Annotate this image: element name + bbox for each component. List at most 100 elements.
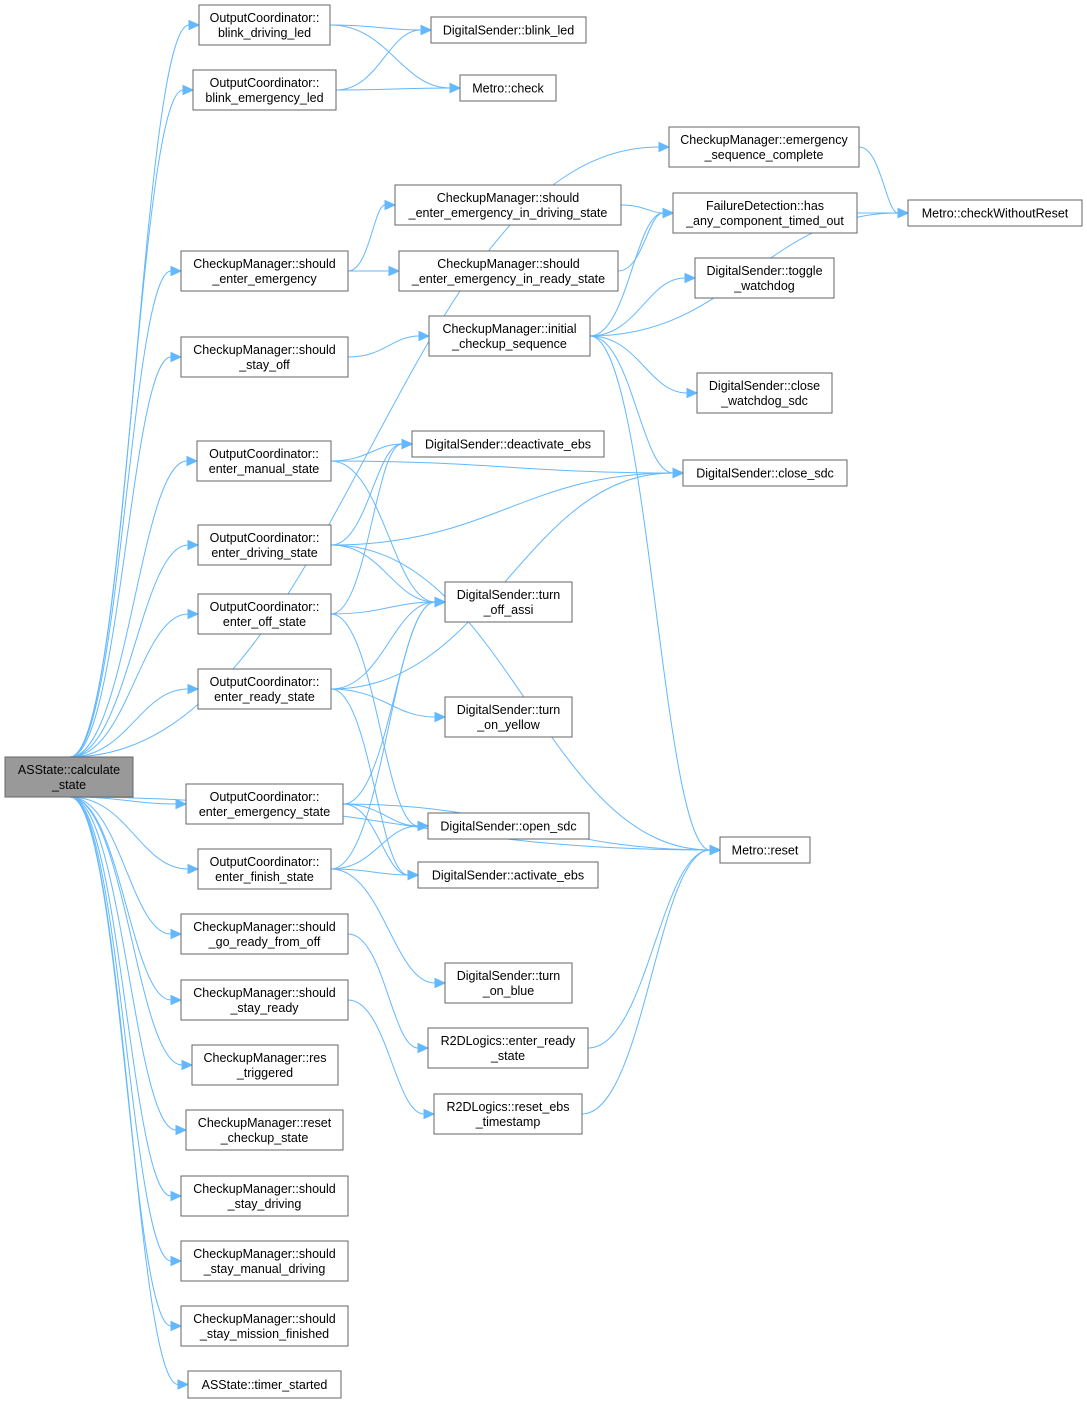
node-ds-blink-led[interactable]: DigitalSender::blink_led — [430, 16, 587, 44]
edge-oc_enter_manual-to-ds_deactivate_ebs — [330, 438, 414, 462]
node-oc-enter-off[interactable]: OutputCoordinator::enter_off_state — [197, 593, 332, 635]
arrowhead-icon — [175, 1124, 188, 1136]
node-label-line: OutputCoordinator:: — [210, 790, 320, 804]
edge-line — [69, 796, 183, 1066]
node-label-line: _checkup_state — [220, 1131, 309, 1145]
edge-line — [69, 24, 190, 758]
edge-oc_enter_driving-to-ds_deactivate_ebs — [330, 438, 414, 546]
edge-line — [69, 89, 184, 758]
node-metro-reset[interactable]: Metro::reset — [719, 836, 811, 864]
node-cm-stay-manual[interactable]: CheckupManager::should_stay_manual_drivi… — [180, 1240, 349, 1282]
node-box — [198, 4, 331, 46]
node-label-line: enter_ready_state — [214, 690, 315, 704]
node-cm-stay-mission[interactable]: CheckupManager::should_stay_mission_fini… — [180, 1305, 349, 1347]
edge-line — [330, 601, 436, 690]
edge-cm_enter_emergency-to-cm_em_driving — [347, 199, 397, 272]
node-box — [433, 1093, 583, 1135]
edge-oc_enter_finish-to-ds_turn_on_blue — [330, 868, 447, 989]
arrowhead-icon — [388, 265, 401, 277]
edge-line — [342, 803, 409, 876]
node-as-timer[interactable]: ASState::timer_started — [187, 1370, 342, 1399]
arrowhead-icon — [170, 1255, 183, 1267]
node-label-line: DigitalSender::turn — [457, 703, 561, 717]
arrowhead-icon — [187, 683, 200, 695]
node-box — [197, 593, 332, 635]
node-box — [427, 1027, 589, 1069]
node-metro-check-wo-reset[interactable]: Metro::checkWithoutReset — [907, 199, 1083, 227]
node-cm-enter-emergency[interactable]: CheckupManager::should_enter_emergency — [180, 250, 349, 292]
node-oc-enter-driving[interactable]: OutputCoordinator::enter_driving_state — [197, 524, 332, 566]
node-r2d-reset-ebs[interactable]: R2DLogics::reset_ebs_timestamp — [433, 1093, 583, 1135]
node-box — [197, 524, 332, 566]
edge-oc_enter_finish-to-ds_activate_ebs — [330, 868, 420, 881]
edge-line — [620, 204, 664, 214]
edge-root-to-cm_stay_mission — [69, 796, 183, 1332]
node-box — [459, 74, 557, 102]
edge-root-to-cm_stay_manual — [69, 796, 183, 1267]
node-cm-stay-driving[interactable]: CheckupManager::should_stay_driving — [180, 1175, 349, 1217]
edge-root-to-as_timer — [69, 796, 190, 1390]
edge-root-to-oc_enter_manual — [69, 455, 199, 758]
node-cm-emerg-seq[interactable]: CheckupManager::emergency_sequence_compl… — [668, 126, 860, 168]
node-label-line: DigitalSender::close_sdc — [696, 467, 834, 481]
node-cm-initial[interactable]: CheckupManager::initial_checkup_sequence — [428, 315, 591, 357]
edge-line — [347, 933, 419, 1049]
node-metro-check[interactable]: Metro::check — [459, 74, 557, 102]
node-label-line: OutputCoordinator:: — [210, 855, 320, 869]
edge-cm_stay_ready-to-r2d_reset_ebs — [347, 999, 436, 1120]
edge-line — [69, 356, 172, 758]
node-label-line: R2DLogics::reset_ebs — [447, 1100, 570, 1114]
node-cm-res[interactable]: CheckupManager::res_triggered — [191, 1044, 339, 1086]
node-cm-em-ready[interactable]: CheckupManager::should_enter_emergency_i… — [398, 250, 619, 292]
node-cm-em-driving[interactable]: CheckupManager::should_enter_emergency_i… — [394, 184, 622, 226]
node-label-line: CheckupManager::should — [193, 343, 335, 357]
node-label-line: OutputCoordinator:: — [210, 675, 320, 689]
arrowhead-icon — [170, 1320, 183, 1332]
edge-line — [330, 688, 409, 876]
arrowhead-icon — [170, 351, 183, 363]
edge-r2d_enter_ready-to-metro_reset — [587, 844, 722, 1049]
node-ds-open-sdc[interactable]: DigitalSender::open_sdc — [427, 812, 590, 840]
node-oc-enter-ready[interactable]: OutputCoordinator::enter_ready_state — [197, 668, 332, 710]
node-box — [180, 1305, 349, 1347]
arrowhead-icon — [182, 84, 195, 96]
node-label-line: DigitalSender::activate_ebs — [432, 869, 584, 883]
node-ds-close-sdc[interactable]: DigitalSender::close_sdc — [682, 459, 848, 487]
node-ds-turn-on-yellow[interactable]: DigitalSender::turn_on_yellow — [444, 696, 573, 738]
node-box — [444, 696, 573, 738]
node-r2d-enter-ready[interactable]: R2DLogics::enter_ready_state — [427, 1027, 589, 1069]
edge-line — [330, 601, 436, 870]
node-oc-blink-driving[interactable]: OutputCoordinator::blink_driving_led — [198, 4, 331, 46]
edge-line — [69, 796, 172, 1327]
node-cm-stay-off[interactable]: CheckupManager::should_stay_off — [180, 336, 349, 378]
node-root[interactable]: ASState::calculate_state — [4, 756, 134, 798]
node-ds-close-wd-sdc[interactable]: DigitalSender::close_watchdog_sdc — [696, 372, 833, 414]
node-oc-enter-manual[interactable]: OutputCoordinator::enter_manual_state — [196, 440, 332, 482]
arrowhead-icon — [187, 539, 200, 551]
edge-line — [342, 601, 436, 805]
node-oc-blink-emergency[interactable]: OutputCoordinator::blink_emergency_led — [192, 69, 337, 111]
node-label-line: CheckupManager::should — [193, 1312, 335, 1326]
node-ds-turn-off-assi[interactable]: DigitalSender::turn_off_assi — [444, 581, 573, 623]
node-ds-deactivate-ebs[interactable]: DigitalSender::deactivate_ebs — [411, 430, 605, 458]
node-oc-enter-finish[interactable]: OutputCoordinator::enter_finish_state — [197, 848, 332, 890]
node-ds-activate-ebs[interactable]: DigitalSender::activate_ebs — [417, 861, 599, 889]
edge-line — [589, 212, 664, 337]
node-oc-enter-emergency[interactable]: OutputCoordinator::enter_emergency_state — [185, 783, 344, 825]
node-fd-timed-out[interactable]: FailureDetection::has_any_component_time… — [672, 192, 858, 234]
edge-cm_initial-to-ds_toggle_wd — [589, 272, 697, 337]
node-cm-go-ready[interactable]: CheckupManager::should_go_ready_from_off — [180, 913, 349, 955]
node-box — [197, 668, 332, 710]
edge-oc_enter_finish-to-ds_turn_off_assi — [330, 596, 447, 870]
edge-cm_enter_emergency-to-cm_em_ready — [347, 265, 401, 277]
node-cm-stay-ready[interactable]: CheckupManager::should_stay_ready — [180, 979, 349, 1021]
arrowhead-icon — [662, 207, 675, 219]
node-cm-reset-checkup[interactable]: CheckupManager::reset_checkup_state — [185, 1109, 344, 1151]
node-box — [4, 756, 134, 798]
edge-root-to-cm_stay_driving — [69, 796, 183, 1202]
edge-line — [330, 460, 674, 474]
node-label-line: OutputCoordinator:: — [210, 11, 320, 25]
node-box — [191, 1044, 339, 1086]
node-ds-toggle-wd[interactable]: DigitalSender::toggle_watchdog — [694, 257, 835, 299]
node-ds-turn-on-blue[interactable]: DigitalSender::turn_on_blue — [444, 962, 573, 1004]
